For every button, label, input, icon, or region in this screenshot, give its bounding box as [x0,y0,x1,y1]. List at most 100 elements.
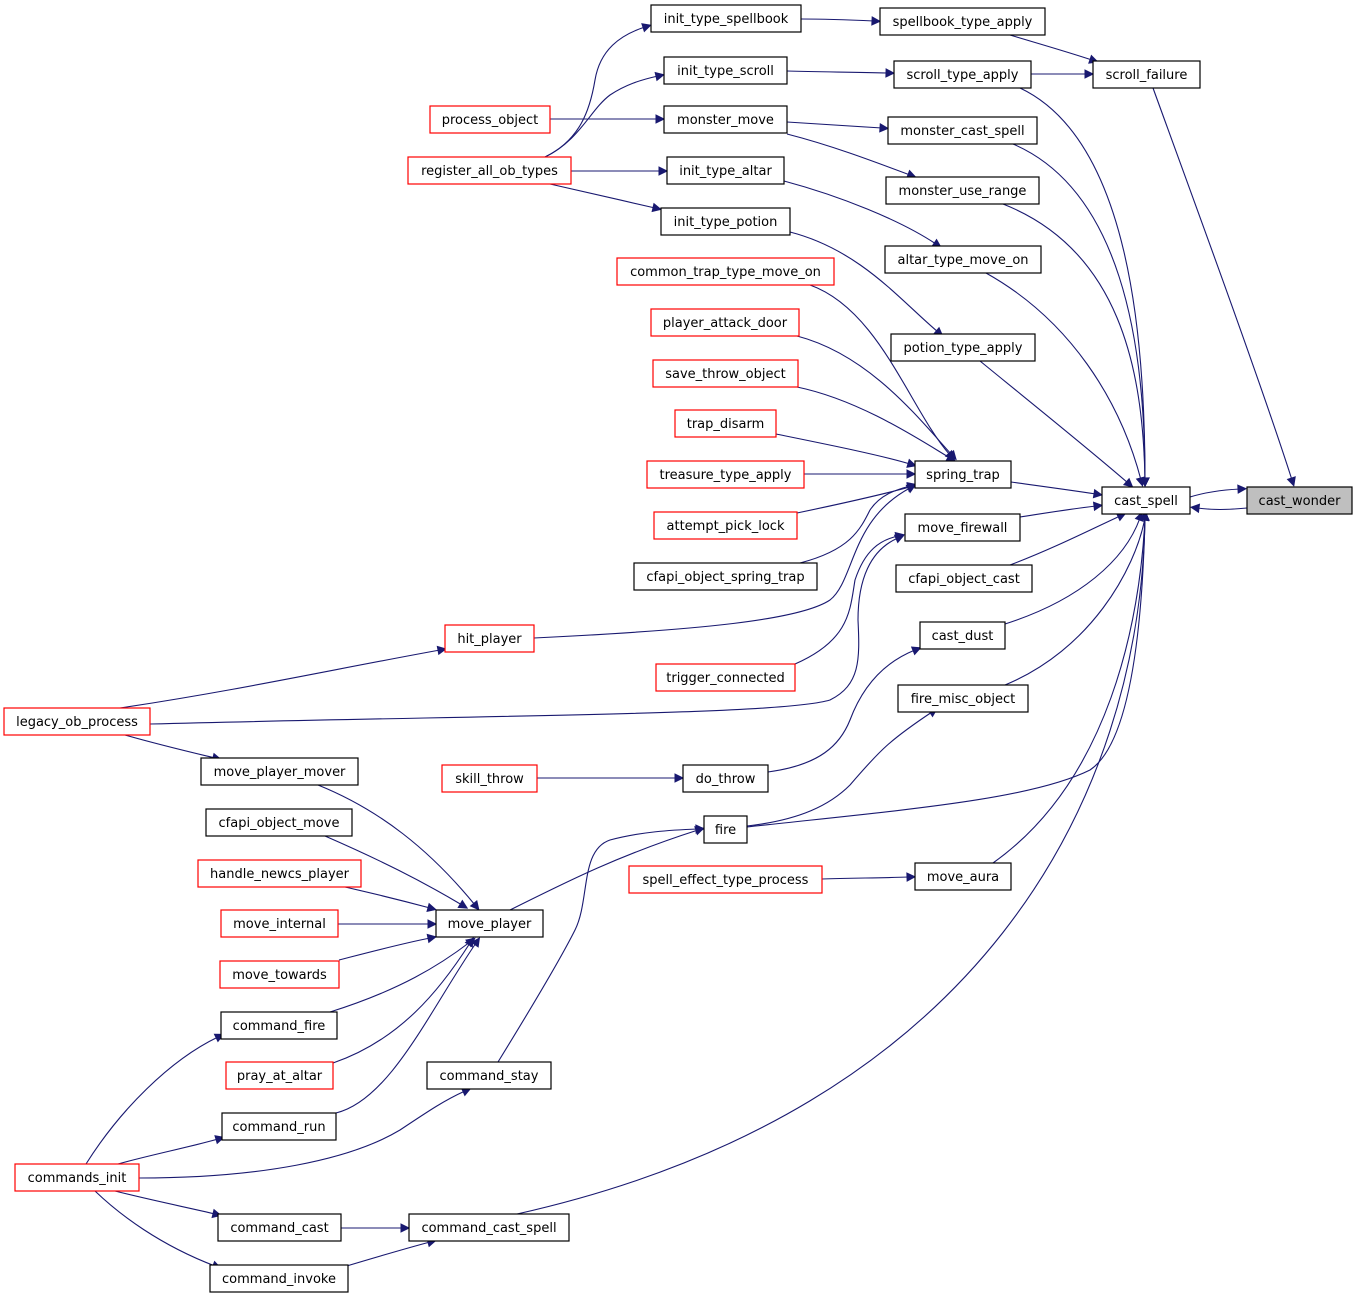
node-box [441,764,538,793]
node-cast-dust[interactable]: cast_dust [919,621,1006,650]
edge-commands_init-to-command_run [117,1135,225,1165]
node-do-throw[interactable]: do_throw [682,764,769,793]
node-command-invoke[interactable]: command_invoke [209,1264,349,1293]
arrowhead-icon [906,872,917,882]
node-move-aura[interactable]: move_aura [914,862,1012,891]
node-move-firewall[interactable]: move_firewall [904,513,1021,542]
node-cfapi-object-cast[interactable]: cfapi_object_cast [895,564,1033,593]
node-box [650,308,800,337]
node-cast-spell[interactable]: cast_spell [1101,486,1191,515]
node-init-type-scroll[interactable]: init_type_scroll [663,56,788,85]
node-init-type-spellbook[interactable]: init_type_spellbook [650,4,802,33]
node-potion-type-apply[interactable]: potion_type_apply [890,333,1036,362]
node-label: move_firewall [918,521,1008,536]
node-label: trigger_connected [666,671,784,686]
edge-legacy_ob_process-to-hit_player [119,645,448,709]
edge-line [124,734,216,759]
node-hit-player[interactable]: hit_player [444,624,535,653]
edge-line [1196,507,1248,511]
edge-line [746,517,1146,828]
node-label: monster_cast_spell [900,124,1024,139]
edge-command_stay-to-fire [497,824,706,1063]
arrowhead-icon [469,900,480,911]
node-command-run[interactable]: command_run [221,1112,337,1141]
node-box [426,1061,552,1090]
node-move-towards[interactable]: move_towards [219,960,340,989]
node-treasure-type-apply[interactable]: treasure_type_apply [646,460,805,489]
node-command-cast[interactable]: command_cast [217,1213,342,1242]
edge-trap_disarm-to-spring_trap [775,433,917,468]
node-commands-init[interactable]: commands_init [14,1163,140,1192]
edge-line [746,711,933,827]
edge-register_all_ob_types-to-init_type_altar [570,166,669,176]
node-init-type-potion[interactable]: init_type_potion [660,207,791,236]
node-label: cast_dust [932,629,994,644]
edge-process_object-to-monster_move [549,114,666,124]
node-monster-use-range[interactable]: monster_use_range [885,176,1040,205]
node-monster-move[interactable]: monster_move [663,105,788,134]
node-box [14,1163,140,1192]
node-command-cast-spell[interactable]: command_cast_spell [408,1213,570,1242]
node-command-stay[interactable]: command_stay [426,1061,552,1090]
node-trigger-connected[interactable]: trigger_connected [655,663,796,692]
node-handle-newcs-player[interactable]: handle_newcs_player [197,859,362,888]
node-box [682,764,769,793]
node-label: treasure_type_apply [659,468,791,483]
node-process-object[interactable]: process_object [429,105,551,134]
edge-cast_wonder-to-cast_spell [1189,503,1248,514]
edge-legacy_ob_process-to-move_firewall [149,534,905,725]
node-spell-effect-type-process[interactable]: spell_effect_type_process [628,865,823,894]
arrowhead-icon [695,824,706,834]
node-box [663,56,788,85]
node-box [655,663,796,692]
edge-line [94,1190,216,1267]
node-box [225,1061,334,1090]
node-attempt-pick-lock[interactable]: attempt_pick_lock [653,511,798,540]
node-cfapi-object-move[interactable]: cfapi_object_move [205,808,353,837]
arrowhead-icon [879,123,890,133]
node-label: command_run [232,1120,325,1135]
node-move-player-mover[interactable]: move_player_mover [200,757,359,786]
node-box [879,7,1046,36]
node-label: init_type_scroll [677,64,774,79]
edge-cfapi_object_move-to-move_player [324,835,469,909]
node-label: cfapi_object_cast [908,572,1020,587]
arrowhead-icon [426,902,437,913]
node-legacy-ob-process[interactable]: legacy_ob_process [3,707,151,736]
node-register-all-ob-types[interactable]: register_all_ob_types [407,156,572,185]
arrowhead-icon [457,899,469,909]
edge-command_cast_spell-to-cast_spell [516,510,1150,1215]
node-scroll-type-apply[interactable]: scroll_type_apply [893,60,1032,89]
node-skill-throw[interactable]: skill_throw [441,764,538,793]
node-label: command_fire [233,1019,326,1034]
node-trap-disarm[interactable]: trap_disarm [674,409,777,438]
edge-line [985,272,1142,481]
node-spellbook-type-apply[interactable]: spellbook_type_apply [879,7,1046,36]
edge-line [533,487,911,639]
edge-commands_init-to-command_invoke [94,1190,222,1270]
edge-trigger_connected-to-move_firewall [794,531,905,665]
edge-line [775,433,911,465]
node-player-attack-door[interactable]: player_attack_door [650,308,800,337]
node-fire[interactable]: fire [703,815,748,844]
node-monster-cast-spell[interactable]: monster_cast_spell [887,116,1038,145]
node-cfapi-object-spring-trap[interactable]: cfapi_object_spring_trap [633,562,818,591]
edge-line [1152,87,1293,481]
node-altar-type-move-on[interactable]: altar_type_move_on [884,245,1042,274]
node-box [674,409,777,438]
node-scroll-failure[interactable]: scroll_failure [1092,60,1201,89]
node-save-throw-object[interactable]: save_throw_object [652,359,799,388]
node-fire-misc-object[interactable]: fire_misc_object [897,684,1029,713]
edge-register_all_ob_types-to-init_type_spellbook [544,23,652,158]
node-init-type-altar[interactable]: init_type_altar [666,156,785,185]
node-move-player[interactable]: move_player [435,909,544,938]
node-move-internal[interactable]: move_internal [220,909,339,938]
arrowhead-icon [470,937,481,948]
node-common-trap-type-move-on[interactable]: common_trap_type_move_on [616,257,835,286]
node-command-fire[interactable]: command_fire [220,1011,338,1040]
node-spring-trap[interactable]: spring_trap [914,460,1012,489]
node-pray-at-altar[interactable]: pray_at_altar [225,1061,334,1090]
edge-line [544,75,659,158]
node-box [890,333,1036,362]
node-box [220,1011,338,1040]
